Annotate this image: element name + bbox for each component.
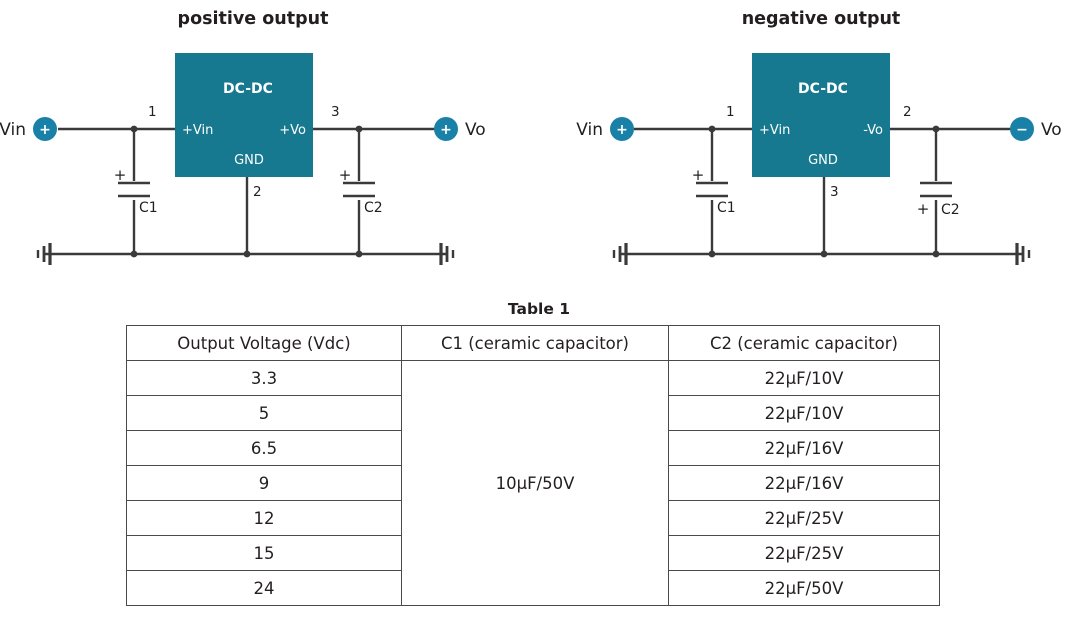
positive-diagram-title: positive output: [178, 9, 329, 29]
negative-output-diagram: negative output + C1: [576, 9, 1062, 265]
c2-polarity-sign: +: [917, 200, 930, 218]
cell-output-voltage: 6.5: [126, 430, 402, 466]
pin-number-3: 3: [331, 104, 340, 120]
ground-symbol-right: [439, 243, 455, 265]
table-section: Table 1 Output Voltage (Vdc) C1 (ceramic…: [0, 300, 1066, 606]
vin-terminal-label: Vin: [0, 120, 26, 140]
dcdc-block-positive: [175, 53, 313, 177]
capacitor-c1: [696, 181, 728, 198]
junction-dot: [708, 125, 716, 133]
vo-terminal-sign: +: [440, 122, 452, 138]
vo-terminal-positive[interactable]: [434, 117, 458, 141]
pin-label-vin: +Vin: [759, 123, 790, 138]
junction-dot: [355, 125, 363, 133]
pin-label-gnd: GND: [234, 153, 264, 168]
vin-terminal-negative[interactable]: [610, 117, 634, 141]
pin-number-3: 3: [830, 184, 839, 200]
circuit-diagrams-svg: positive output: [0, 9, 1062, 265]
pin-number-1: 1: [148, 104, 157, 120]
c2-label: C2: [364, 200, 383, 216]
cell-c2-value: 22µF/10V: [668, 360, 940, 396]
column-header-c2: C2 (ceramic capacitor): [668, 325, 940, 361]
junction-dot: [130, 125, 138, 133]
table-row: 3.3 10µF/50V 22µF/10V: [126, 360, 940, 606]
pin-number-1: 1: [726, 104, 735, 120]
c2-label: C2: [941, 202, 960, 218]
cell-c2-value: 22µF/16V: [668, 430, 940, 466]
cell-c2-value: 22µF/25V: [668, 500, 940, 536]
junction-dot: [708, 250, 716, 258]
column-header-c1: C1 (ceramic capacitor): [401, 325, 669, 361]
dcdc-block-negative: [752, 53, 890, 177]
ground-symbol-right: [1015, 243, 1031, 265]
junction-dot: [932, 125, 940, 133]
pin-label-vo: -Vo: [863, 123, 883, 138]
junction-dot: [820, 250, 828, 258]
cell-c2-value: 22µF/50V: [668, 570, 940, 606]
table-row: 5 22µF/10V: [126, 395, 940, 431]
vo-terminal-negative[interactable]: [1010, 117, 1034, 141]
cell-c1-value: 10µF/50V: [401, 360, 669, 606]
c1-label: C1: [139, 200, 158, 216]
table-row: 15 22µF/25V: [126, 535, 940, 571]
table-row: 24 22µF/50V: [126, 570, 940, 606]
cell-output-voltage: 5: [126, 395, 402, 431]
c1-polarity-sign: +: [114, 166, 127, 184]
cell-c2-value: 22µF/25V: [668, 535, 940, 571]
cell-output-voltage: 9: [126, 465, 402, 501]
positive-output-diagram: positive output: [0, 9, 486, 265]
vin-terminal-sign: +: [616, 122, 628, 138]
cell-c2-value: 22µF/10V: [668, 395, 940, 431]
pin-number-2: 2: [903, 104, 912, 120]
junction-dot: [932, 250, 940, 258]
vo-terminal-label: Vo: [465, 120, 486, 140]
capacitor-c1: [118, 181, 150, 198]
capacitor-selection-table: Output Voltage (Vdc) C1 (ceramic capacit…: [126, 325, 940, 606]
vin-terminal-positive[interactable]: [33, 117, 57, 141]
capacitor-c2: [920, 181, 952, 198]
pin-label-vin: +Vin: [182, 123, 213, 138]
capacitor-c2: [343, 181, 375, 198]
ground-symbol-left: [36, 243, 52, 265]
cell-output-voltage: 24: [126, 570, 402, 606]
table-caption: Table 1: [507, 300, 571, 318]
c1-label: C1: [717, 200, 736, 216]
ground-symbol-left: [612, 243, 628, 265]
negative-diagram-title: negative output: [742, 9, 901, 29]
dcdc-block-title: DC-DC: [798, 81, 848, 97]
pin-number-2: 2: [253, 184, 262, 200]
pin-label-vo: +Vo: [279, 123, 306, 138]
table-row: 9 22µF/16V: [126, 465, 940, 501]
vo-terminal-label: Vo: [1041, 120, 1062, 140]
table-header-row: Output Voltage (Vdc) C1 (ceramic capacit…: [126, 325, 940, 361]
table-row: 12 22µF/25V: [126, 500, 940, 536]
junction-dot: [243, 250, 251, 258]
vo-terminal-sign: −: [1016, 122, 1028, 138]
cell-c2-value: 22µF/16V: [668, 465, 940, 501]
c2-polarity-sign: +: [339, 166, 352, 184]
vin-terminal-sign: +: [39, 122, 51, 138]
cell-output-voltage: 15: [126, 535, 402, 571]
junction-dot: [355, 250, 363, 258]
column-header-output-voltage: Output Voltage (Vdc): [126, 325, 402, 361]
negative-junctions: [708, 125, 940, 258]
circuit-diagrams-area: positive output: [0, 0, 1066, 290]
pin-label-gnd: GND: [808, 153, 838, 168]
c1-polarity-sign: +: [692, 166, 705, 184]
cell-output-voltage: 12: [126, 500, 402, 536]
positive-junctions: [130, 125, 363, 258]
cell-output-voltage: 3.3: [126, 360, 402, 396]
dcdc-block-title: DC-DC: [223, 81, 273, 97]
vin-terminal-label: Vin: [576, 120, 603, 140]
junction-dot: [130, 250, 138, 258]
